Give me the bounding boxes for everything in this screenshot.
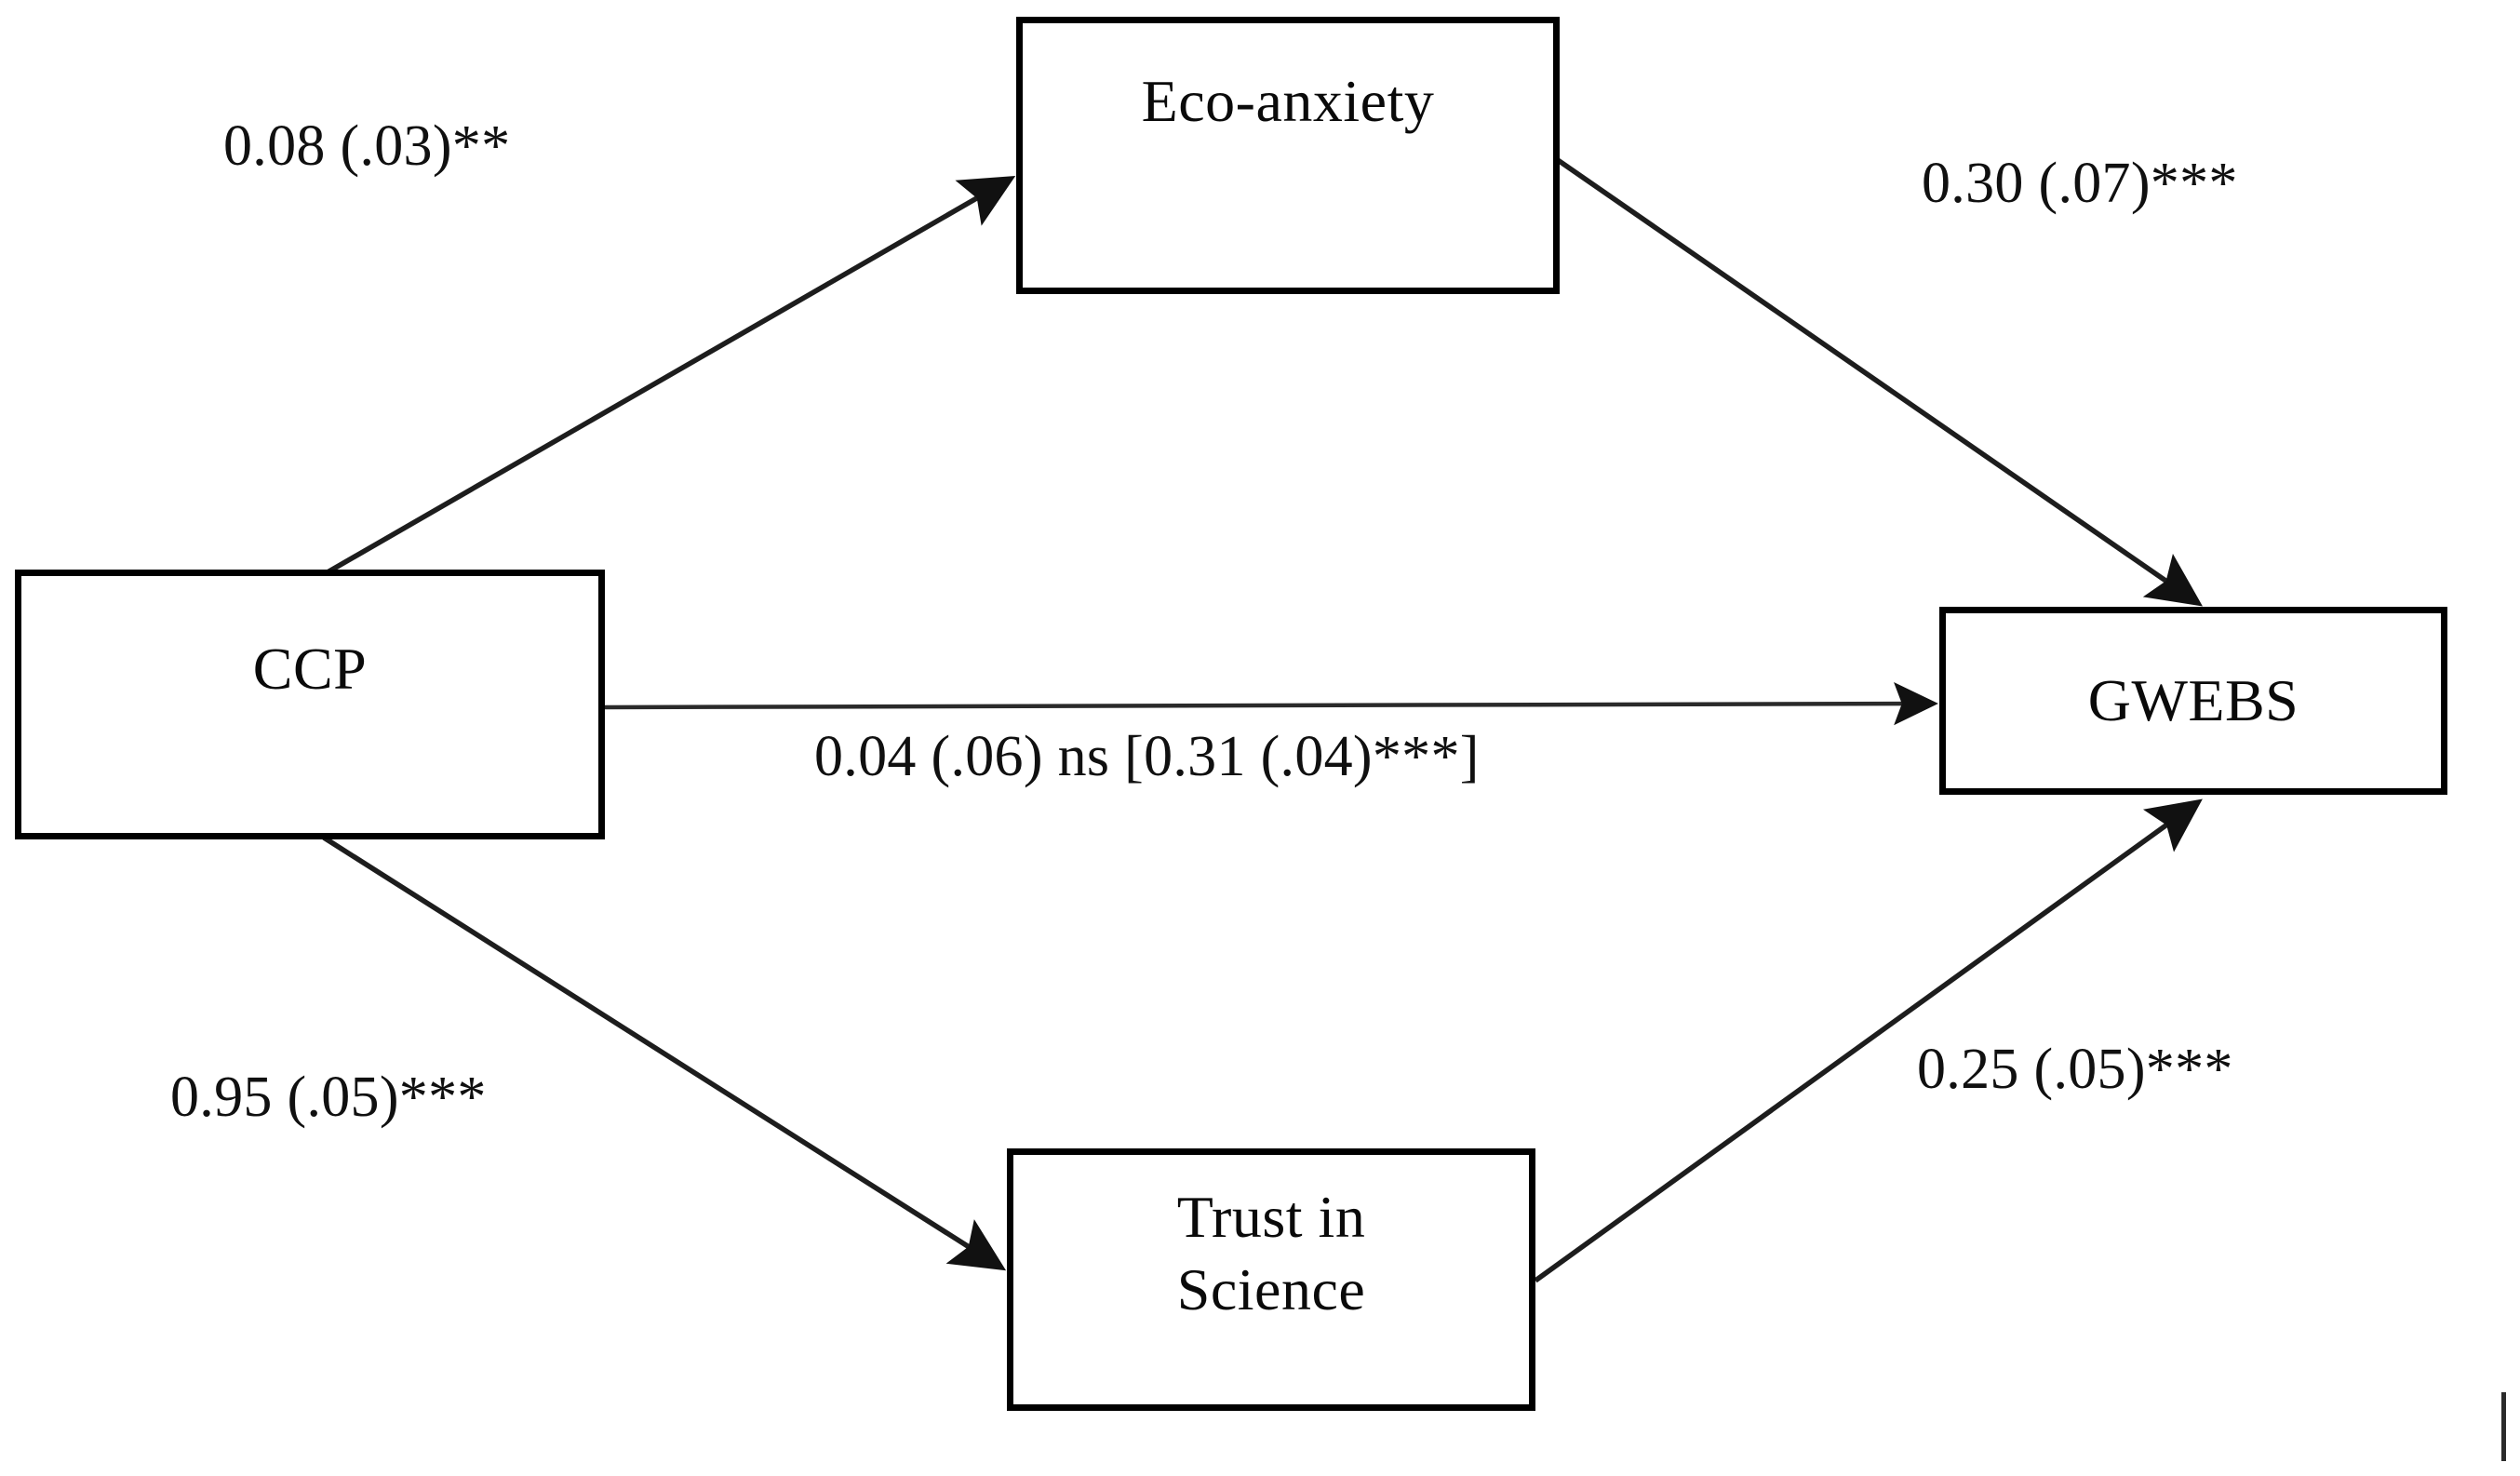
edge-label-ccp-to-eco: 0.08 (.03)** — [223, 114, 511, 178]
edge-label-ccp-to-gwebs-direct: 0.04 (.06) ns [0.31 (.04)***] — [814, 725, 1480, 788]
edge-label-eco-to-gwebs: 0.30 (.07)*** — [1922, 152, 2238, 215]
node-eco-anxiety-label: Eco-anxiety — [1141, 67, 1435, 134]
page-edge-tick-mark — [2501, 1392, 2506, 1461]
edge-line-ccp-to-gwebs-direct — [604, 682, 1938, 726]
edge-line-eco-to-gwebs — [1556, 157, 2203, 607]
edge-label-trust-to-gwebs: 0.25 (.05)*** — [1917, 1038, 2233, 1101]
node-trust-in-science[interactable]: Trust in Science — [1007, 1148, 1535, 1411]
node-trust-in-science-label: Trust in Science — [1176, 1183, 1366, 1322]
node-ccp[interactable]: CCP — [15, 570, 605, 839]
node-gwebs-label: GWEBS — [2087, 666, 2299, 733]
edge-line-ccp-to-trust — [322, 835, 1007, 1271]
node-gwebs[interactable]: GWEBS — [1939, 607, 2447, 795]
node-eco-anxiety[interactable]: Eco-anxiety — [1016, 17, 1560, 294]
edge-line-ccp-to-eco — [324, 175, 1016, 576]
node-ccp-label: CCP — [252, 635, 368, 702]
edge-label-ccp-to-trust: 0.95 (.05)*** — [170, 1066, 487, 1129]
edge-line-trust-to-gwebs — [1534, 798, 2203, 1283]
